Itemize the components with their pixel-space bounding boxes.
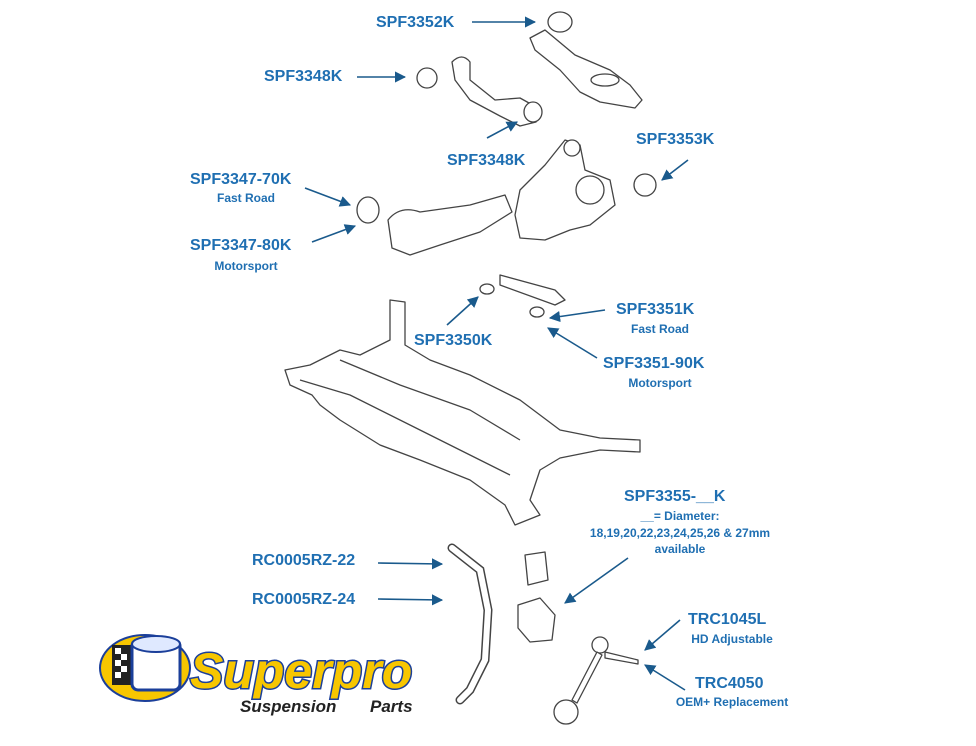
lower-spring-arm-drawing	[356, 194, 513, 256]
hub-knuckle-drawing	[514, 139, 616, 241]
label-spf3355: SPF3355-__K	[624, 488, 726, 505]
label-spf3347-80k: SPF3347-80K	[190, 237, 292, 254]
note-hd-adjustable: HD Adjustable	[691, 632, 773, 646]
toe-link-drawing	[479, 274, 566, 318]
logo-brand-text: Superpro	[190, 643, 412, 699]
logo-tagline-left: Suspension	[240, 697, 336, 716]
note-fast-road: Fast Road	[216, 191, 276, 205]
label-spf3350k: SPF3350K	[414, 332, 493, 349]
bushing-spf3353k-drawing	[633, 173, 657, 197]
note-oem-replacement: OEM+ Replacement	[675, 695, 789, 709]
note-fast-road: Fast Road	[630, 322, 690, 336]
logo-tagline-right: Parts	[370, 697, 413, 716]
note-diameter-sizes: 18,19,20,22,23,24,25,26 & 27mm	[589, 526, 771, 540]
label-spf3351k: SPF3351K	[616, 301, 695, 318]
superpro-logo: Superpro Suspension Parts	[99, 634, 414, 716]
note-diameter: __= Diameter:	[640, 509, 720, 523]
note-motorsport: Motorsport	[214, 259, 278, 273]
label-spf3353k: SPF3353K	[636, 131, 715, 148]
label-trc4050: TRC4050	[695, 675, 764, 692]
label-spf3352k: SPF3352K	[376, 14, 455, 31]
upper-control-arm-drawing	[529, 11, 643, 109]
label-spf3348k-lower: SPF3348K	[447, 152, 526, 169]
label-rc0005rz-24: RC0005RZ-24	[252, 591, 356, 608]
bushing-spf3348k-drawing	[416, 67, 438, 89]
label-trc1045l: TRC1045L	[688, 611, 767, 628]
callout-arrows	[304, 16, 689, 691]
note-motorsport: Motorsport	[628, 376, 692, 390]
camber-arm-drawing	[451, 56, 539, 127]
label-spf3347-70k: SPF3347-70K	[190, 171, 292, 188]
subframe-drawing	[284, 299, 641, 526]
sway-bar-bushing-drawing	[517, 551, 556, 643]
label-rc0005rz-22: RC0005RZ-22	[252, 552, 356, 569]
note-available: available	[654, 542, 706, 556]
sway-bar-link-drawing	[553, 636, 639, 725]
label-spf3351-90k: SPF3351-90K	[603, 355, 705, 372]
label-spf3348k-upper: SPF3348K	[264, 68, 343, 85]
